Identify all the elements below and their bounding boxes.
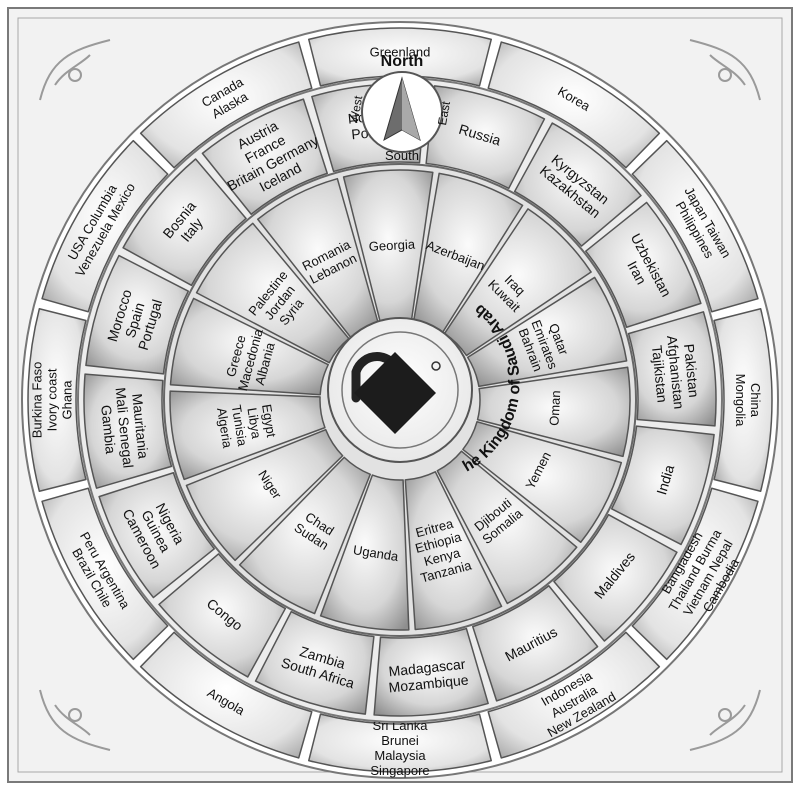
inner-label-line: Georgia <box>368 237 416 254</box>
outer-label-line: Brunei <box>381 733 419 748</box>
outer-label-line: China <box>748 383 763 418</box>
outer-label-line: Ghana <box>60 380 75 420</box>
compass-north: North <box>381 53 424 70</box>
inner-label-line: Oman <box>546 390 563 426</box>
inner-label-oman: Oman <box>546 390 563 426</box>
outer-label-line: Burkina Faso <box>30 362 45 439</box>
inner-label-georgia: Georgia <box>368 237 416 254</box>
compass-south: South <box>385 148 419 163</box>
outer-label-line: Malaysia <box>374 748 426 763</box>
outer-label-line: Mongolia <box>733 374 748 428</box>
outer-label-line: Ivory coast <box>45 368 60 431</box>
outer-label-line: Singapore <box>370 763 429 778</box>
